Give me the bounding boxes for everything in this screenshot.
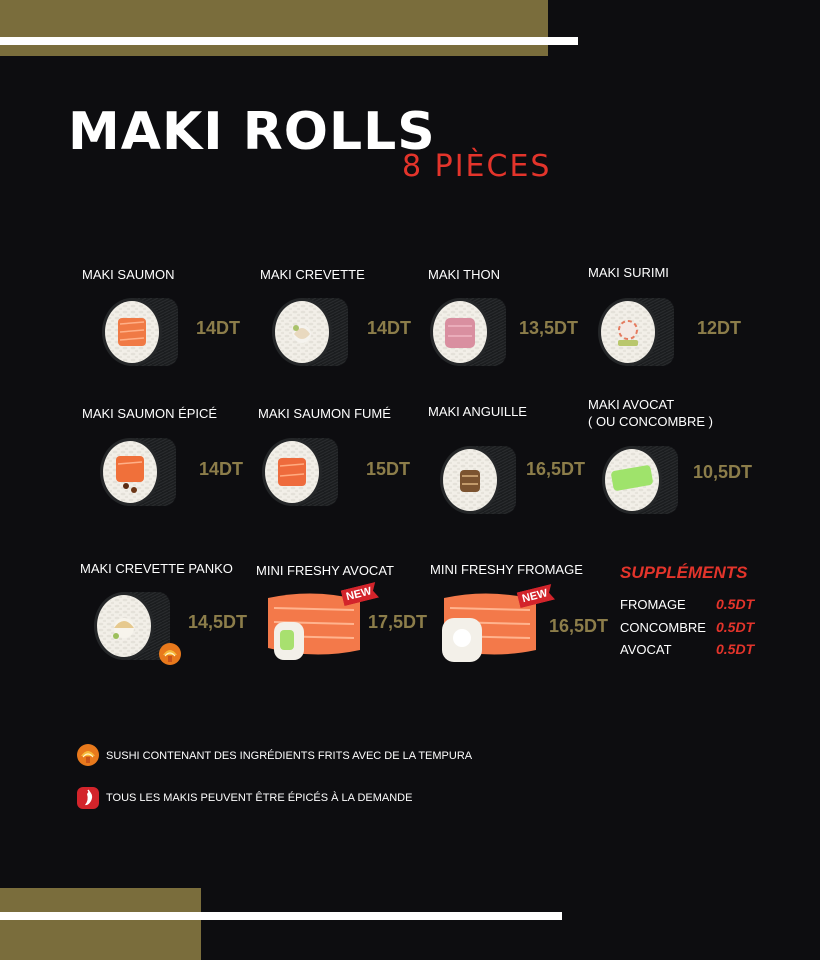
maki-saumon-image: [98, 292, 182, 372]
maki-crevette-image: [268, 292, 352, 372]
chili-pepper-icon: [76, 786, 100, 810]
maki-saumon-epice-image: [96, 432, 180, 512]
maki-anguille-image: [436, 440, 520, 520]
legend-text-spicy: TOUS LES MAKIS PEUVENT ÊTRE ÉPICÉS À LA …: [106, 792, 413, 804]
item-name-maki-crevette: MAKI CREVETTE: [260, 267, 365, 282]
item-name-mini-freshy-fromage: MINI FRESHY FROMAGE: [430, 562, 583, 577]
item-price-maki-thon: 13,5DT: [519, 318, 579, 338]
item-price-maki-saumon-epice: 14DT: [199, 459, 244, 479]
maki-thon-image: [426, 292, 510, 372]
item-name-maki-avocat-note: ( OU CONCOMBRE ): [588, 414, 713, 429]
supplement-name-fromage: FROMAGE: [620, 597, 686, 612]
tempura-shrimp-icon: [158, 642, 182, 666]
supplement-name-avocat: AVOCAT: [620, 642, 672, 657]
item-name-maki-saumon-fume: MAKI SAUMON FUMÉ: [258, 406, 391, 421]
white-rule-bottom: [0, 912, 562, 920]
item-price-mini-freshy-fromage: 16,5DT: [549, 616, 609, 636]
item-name-maki-crevette-panko: MAKI CREVETTE PANKO: [80, 561, 233, 576]
maki-crevette-panko-image: [90, 586, 174, 666]
mini-freshy-avocat-image: [264, 588, 364, 668]
white-rule-top: [0, 37, 578, 45]
item-price-maki-anguille: 16,5DT: [526, 459, 586, 479]
item-name-maki-thon: MAKI THON: [428, 267, 500, 282]
supplements-title: SUPPLÉMENTS: [620, 563, 748, 582]
item-price-maki-avocat: 10,5DT: [693, 462, 753, 482]
page-title: MAKI ROLLS: [68, 102, 436, 162]
mini-freshy-fromage-image: [440, 588, 540, 668]
item-price-mini-freshy-avocat: 17,5DT: [368, 612, 428, 632]
item-name-maki-surimi: MAKI SURIMI: [588, 265, 669, 280]
page-subtitle: 8 PIÈCES: [402, 149, 552, 184]
item-name-maki-saumon-epice: MAKI SAUMON ÉPICÉ: [82, 406, 218, 421]
supplement-price-concombre: 0.5DT: [716, 619, 755, 635]
tempura-shrimp-icon: [76, 743, 100, 767]
supplement-price-avocat: 0.5DT: [716, 641, 755, 657]
item-name-mini-freshy-avocat: MINI FRESHY AVOCAT: [256, 563, 394, 578]
gold-band-bottom: [0, 888, 201, 960]
item-price-maki-crevette-panko: 14,5DT: [188, 612, 248, 632]
supplement-name-concombre: CONCOMBRE: [620, 620, 706, 635]
item-name-maki-anguille: MAKI ANGUILLE: [428, 404, 527, 419]
maki-avocat-image: [598, 440, 682, 520]
item-name-maki-avocat: MAKI AVOCAT: [588, 397, 675, 412]
item-price-maki-crevette: 14DT: [367, 318, 412, 338]
item-price-maki-saumon: 14DT: [196, 318, 241, 338]
gold-band-top: [0, 0, 548, 56]
item-name-maki-saumon: MAKI SAUMON: [82, 267, 175, 282]
legend-text-tempura: SUSHI CONTENANT DES INGRÉDIENTS FRITS AV…: [106, 750, 473, 762]
item-price-maki-saumon-fume: 15DT: [366, 459, 411, 479]
maki-saumon-fume-image: [258, 432, 342, 512]
maki-surimi-image: [594, 292, 678, 372]
supplement-price-fromage: 0.5DT: [716, 596, 755, 612]
item-price-maki-surimi: 12DT: [697, 318, 742, 338]
